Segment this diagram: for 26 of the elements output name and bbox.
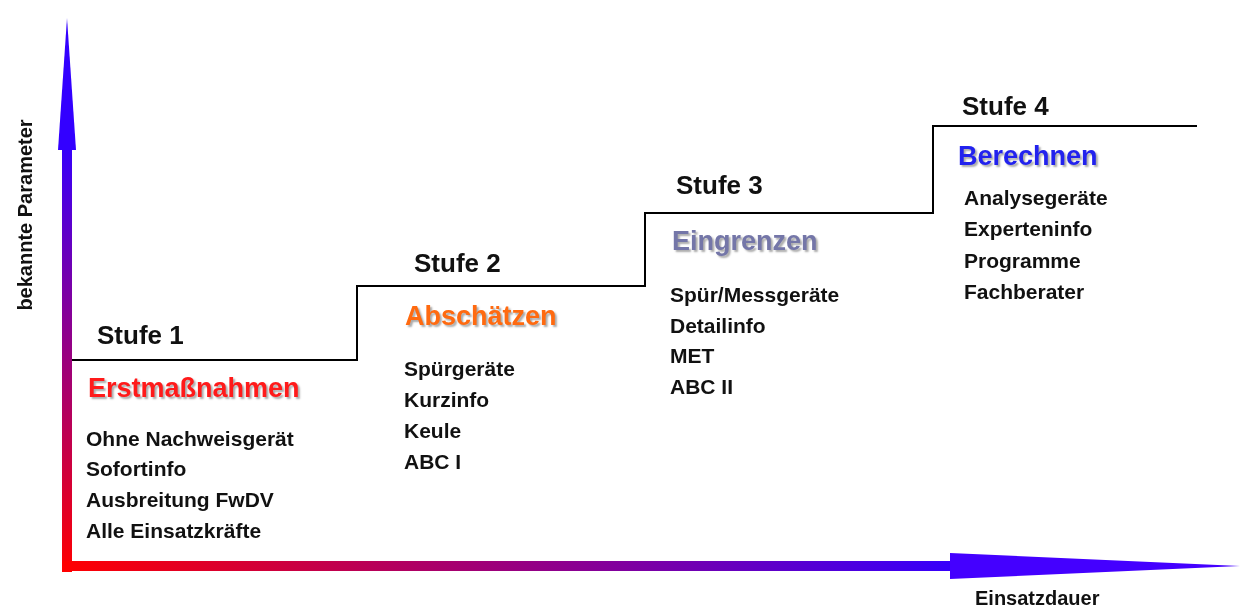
list-item: Experteninfo [964, 218, 1093, 239]
list-item: MET [670, 345, 715, 366]
stage-label: Stufe 3 [676, 172, 763, 198]
stage-heading: Berechnen [958, 143, 1098, 170]
list-item: Ohne Nachweisgerät [86, 428, 294, 449]
list-item: Detailinfo [670, 315, 766, 336]
axis-label: bekannte Parameter [15, 119, 35, 311]
list-item: Ausbreitung FwDV [86, 489, 274, 510]
list-item: Keule [404, 420, 462, 441]
list-item: Alle Einsatzkräfte [86, 520, 262, 541]
list-item: ABC I [404, 451, 462, 472]
stage-heading: Eingrenzen [672, 228, 818, 255]
stage-heading: Erstmaßnahmen [88, 375, 300, 402]
stage-label: Stufe 4 [962, 93, 1049, 119]
list-item: Spürgeräte [404, 358, 515, 379]
stage-label: Stufe 2 [414, 250, 501, 276]
axis-label: Einsatzdauer [975, 588, 1100, 608]
list-item: Kurzinfo [404, 389, 490, 410]
list-item: Sofortinfo [86, 458, 187, 479]
stage-heading: Abschätzen [405, 303, 557, 330]
stage-label: Stufe 1 [97, 322, 184, 348]
list-item: Spür/Messgeräte [670, 284, 840, 305]
list-item: ABC II [670, 376, 733, 397]
list-item: Fachberater [964, 281, 1085, 302]
list-item: Programme [964, 250, 1081, 271]
list-item: Analysegeräte [964, 187, 1108, 208]
